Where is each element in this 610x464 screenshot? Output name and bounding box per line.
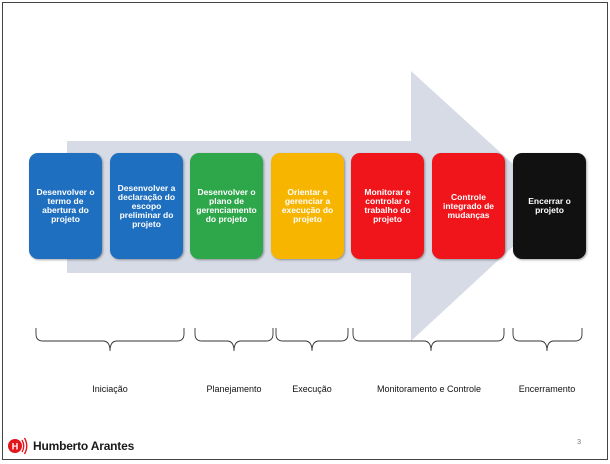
- svg-text:H: H: [12, 442, 19, 452]
- process-box-label: Monitorar e controlar o trabalho do proj…: [364, 187, 411, 224]
- phase-label-planejamento: Planejamento: [206, 384, 262, 394]
- process-box-label: Controle integrado de mudanças: [442, 191, 494, 220]
- process-box-monitorar-controlar: Monitorar e controlar o trabalho do proj…: [351, 153, 424, 259]
- brand-logo-icon: H: [8, 437, 28, 455]
- process-box-label: Orientar e gerenciar a execução do proje…: [281, 187, 334, 224]
- process-box-label: Desenvolver a declaração do escopo preli…: [117, 182, 176, 229]
- process-box-label: Encerrar o projeto: [528, 196, 571, 215]
- phase-label-execucao: Execução: [292, 384, 332, 394]
- brand-name: Humberto Arantes: [33, 439, 135, 453]
- page-number: 3: [577, 439, 581, 446]
- process-box-plano-gerenciamento: Desenvolver o plano de gerenciamento do …: [190, 153, 263, 259]
- phase-label-encerramento: Encerramento: [518, 384, 576, 394]
- process-box-label: Desenvolver o plano de gerenciamento do …: [196, 187, 257, 224]
- process-box-encerrar: Encerrar o projeto: [513, 153, 586, 259]
- bracket-encerramento: [512, 328, 583, 352]
- process-box-orientar-execucao: Orientar e gerenciar a execução do proje…: [271, 153, 344, 259]
- process-box-termo-abertura: Desenvolver o termo de abertura do proje…: [29, 153, 102, 259]
- bracket-monitoramento: [352, 328, 505, 352]
- phase-label-iniciacao: Iniciação: [92, 384, 128, 394]
- phase-label-monitoramento: Monitoramento e Controle: [376, 384, 482, 394]
- bracket-planejamento: [194, 328, 274, 352]
- bracket-execucao: [275, 328, 349, 352]
- phase-brackets: [35, 328, 583, 352]
- footer-brand: H Humberto Arantes: [7, 435, 134, 457]
- process-box-declaracao-escopo: Desenvolver a declaração do escopo preli…: [110, 153, 183, 259]
- bracket-iniciacao: [35, 328, 185, 352]
- process-box-controle-mudancas: Controle integrado de mudanças: [432, 153, 505, 259]
- process-box-label: Desenvolver o termo de abertura do proje…: [36, 187, 95, 224]
